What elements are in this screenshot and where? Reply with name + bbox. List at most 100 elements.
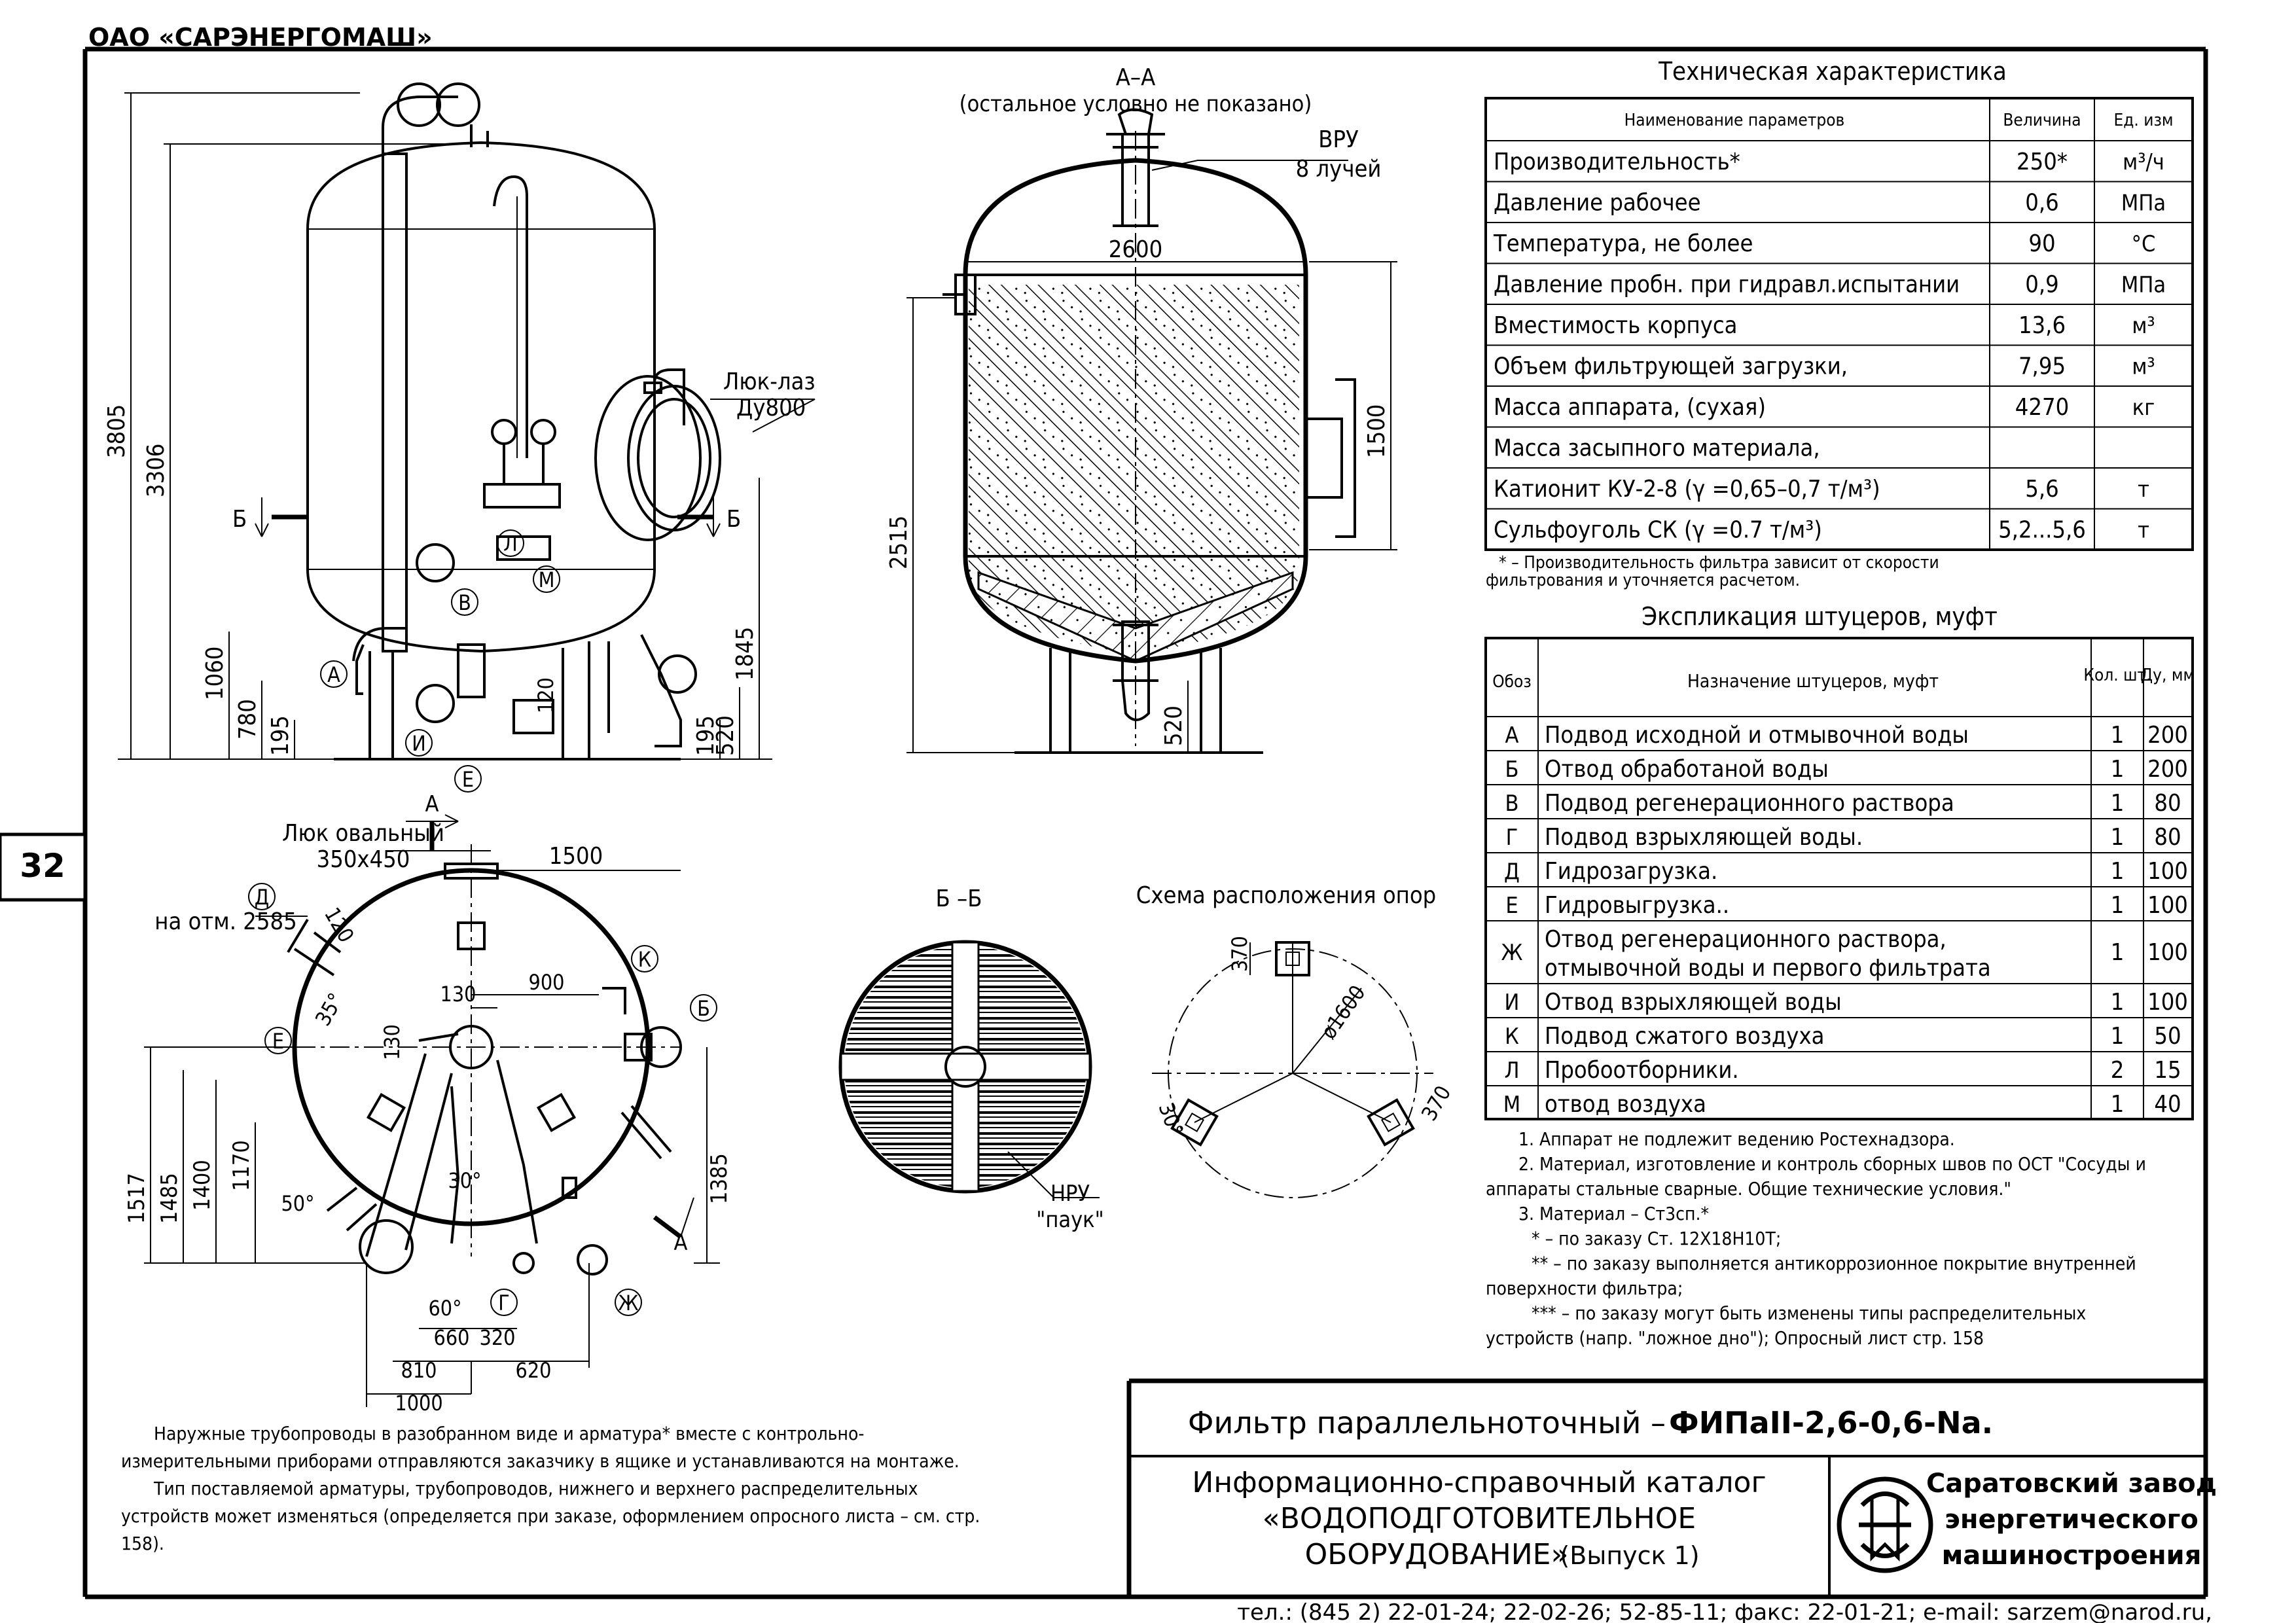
note-line: 3. Материал – Ст3сп.* (1518, 1203, 1709, 1224)
maker-line-2: энергетического (1945, 1505, 2198, 1535)
svg-text:1500: 1500 (1363, 404, 1390, 458)
nozzle-code: Ж (1501, 940, 1523, 966)
specs-footnote-2: фильтрования и уточняется расчетом. (1486, 571, 1800, 590)
svg-text:А: А (425, 791, 439, 817)
svg-text:Кол. шт.: Кол. шт. (2083, 666, 2151, 685)
note-line: * – по заказу Ст. 12Х18Н10Т; (1532, 1228, 1781, 1249)
nozzle-code: Д (1504, 859, 1520, 885)
svg-text:2600: 2600 (1109, 236, 1162, 263)
support-layout-labels: 370 ø1600 30° 370 (1153, 936, 1456, 1139)
front-view (118, 82, 816, 760)
manhole-label: Люк-лаз (723, 368, 816, 395)
nozzle-qty: 2 (2111, 1057, 2125, 1084)
svg-text:1170: 1170 (228, 1140, 255, 1191)
plan-markers: Д К Е Б Г Ж (248, 883, 717, 1316)
spec-value: 5,6 (2025, 476, 2059, 503)
company-name: ОАО «САРЭНЕРГОМАШ» (88, 23, 433, 52)
svg-text:М: М (539, 567, 555, 592)
nozzle-qty: 1 (2111, 858, 2125, 885)
nozzle-qty: 1 (2111, 892, 2125, 919)
nozzle-dn: 15 (2154, 1057, 2181, 1084)
notes: 1. Аппарат не подлежит ведению Ростехнад… (1486, 1128, 2146, 1349)
nozzle-qty: 1 (2111, 1023, 2125, 1050)
nozzles-table: Экспликация штуцеров, муфт Обоз Назначен… (1484, 602, 2195, 1120)
catalog-issue: (Выпуск 1) (1560, 1541, 1699, 1570)
nozzle-dn: 80 (2154, 790, 2181, 817)
svg-text:Ж: Ж (618, 1291, 638, 1315)
note-line: 1. Аппарат не подлежит ведению Ростехнад… (1518, 1128, 1955, 1150)
bottom-note-line: 158). (121, 1533, 164, 1554)
note-line: *** – по заказу могут быть изменены типы… (1532, 1302, 2086, 1324)
specs-table: Техническая характеристика Наименование … (1484, 57, 2194, 590)
oval-manhole-size: 350х450 (317, 846, 410, 873)
svg-text:Ед. изм: Ед. изм (2113, 111, 2173, 130)
nozzle-purpose: Подвод исходной и отмывочной воды (1545, 722, 1969, 749)
nozzle-code: Б (1505, 757, 1519, 783)
svg-text:900: 900 (529, 970, 565, 995)
nozzle-qty: 1 (2111, 939, 2125, 966)
section-aa-note: (остальное условно не показано) (960, 91, 1312, 117)
section-bb-labels: НРУ "паук" (1036, 1181, 1103, 1233)
nozzle-qty: 1 (2111, 1091, 2125, 1118)
product-name-prefix: Фильтр параллельноточный – (1188, 1405, 1666, 1440)
svg-text:А: А (674, 1230, 688, 1256)
nozzle-purpose: Отвод взрыхляющей воды (1545, 989, 1842, 1016)
svg-text:Б: Б (697, 996, 710, 1021)
svg-text:130: 130 (440, 982, 476, 1007)
nozzle-code: Л (1504, 1058, 1519, 1084)
svg-text:В: В (458, 590, 471, 615)
svg-text:35°: 35° (310, 989, 348, 1030)
catalog-line-1: Информационно-справочный каталог (1192, 1466, 1766, 1499)
nozzle-dn: 100 (2147, 892, 2188, 919)
nozzle-code: В (1505, 791, 1519, 817)
section-bb-title: Б –Б (936, 885, 982, 912)
section-aa-labels: 2600 2515 1500 520 ВРУ 8 лучей (886, 126, 1390, 746)
nozzle-code: Е (1505, 893, 1518, 919)
spec-unit: МПа (2121, 190, 2166, 217)
sheet-frame (0, 46, 2208, 1599)
nozzle-code: М (1503, 1092, 1520, 1118)
support-layout: Схема расположения опор (1136, 882, 1436, 1198)
nozzle-zh-line2: отмывочной воды и первого фильтрата (1545, 955, 1991, 982)
svg-text:Е: Е (462, 767, 474, 792)
svg-text:810: 810 (401, 1358, 437, 1383)
spec-value: 0,6 (2025, 190, 2059, 217)
nozzle-dn: 80 (2154, 824, 2181, 851)
nozzle-purpose: Подвод сжатого воздуха (1545, 1023, 1824, 1050)
nozzle-dn: 200 (2147, 756, 2188, 783)
svg-text:1385: 1385 (706, 1153, 732, 1204)
spec-unit: м³ (2132, 354, 2155, 380)
svg-text:Обоз: Обоз (1492, 672, 1532, 692)
vru-rays-label: 8 лучей (1296, 156, 1382, 183)
spec-unit: МПа (2121, 272, 2166, 298)
spec-unit: т (2138, 476, 2149, 503)
note-line: ** – по заказу выполняется антикоррозион… (1532, 1253, 2136, 1274)
spec-param: Вместимость корпуса (1494, 312, 1738, 339)
bottom-note-line: Наружные трубопроводы в разобранном виде… (154, 1423, 865, 1444)
plan-view-labels: А А Люк овальный 350х450 на отм. 2585 15… (124, 791, 732, 1416)
spec-param: Давление рабочее (1494, 190, 1701, 217)
svg-text:Е: Е (272, 1029, 284, 1054)
nozzle-qty: 1 (2111, 989, 2125, 1016)
maker-logo (1837, 1476, 1933, 1573)
svg-text:520: 520 (1160, 705, 1187, 746)
bottom-notes: Наружные трубопроводы в разобранном виде… (121, 1423, 980, 1554)
svg-text:1400: 1400 (189, 1160, 215, 1211)
nozzle-code: И (1505, 990, 1520, 1016)
vru-label: ВРУ (1318, 126, 1359, 153)
spec-param: Масса засыпного материала, (1494, 435, 1820, 462)
title-block: Фильтр параллельноточный – ФИПаII-2,6-0,… (1126, 1378, 2217, 1597)
spec-unit: м³/ч (2123, 149, 2164, 175)
svg-text:К: К (638, 947, 651, 972)
svg-text:520: 520 (712, 715, 739, 756)
spec-unit: м³ (2132, 313, 2155, 339)
nozzle-dn: 100 (2147, 939, 2188, 966)
svg-text:1485: 1485 (156, 1173, 183, 1224)
nozzle-purpose: отвод воздуха (1545, 1091, 1706, 1118)
svg-text:620: 620 (516, 1358, 552, 1383)
spec-value: 90 (2028, 230, 2055, 257)
spec-value: 7,95 (2018, 353, 2066, 380)
bottom-note-line: измерительными приборами отправляются за… (121, 1450, 960, 1472)
supports-title: Схема расположения опор (1136, 882, 1436, 909)
